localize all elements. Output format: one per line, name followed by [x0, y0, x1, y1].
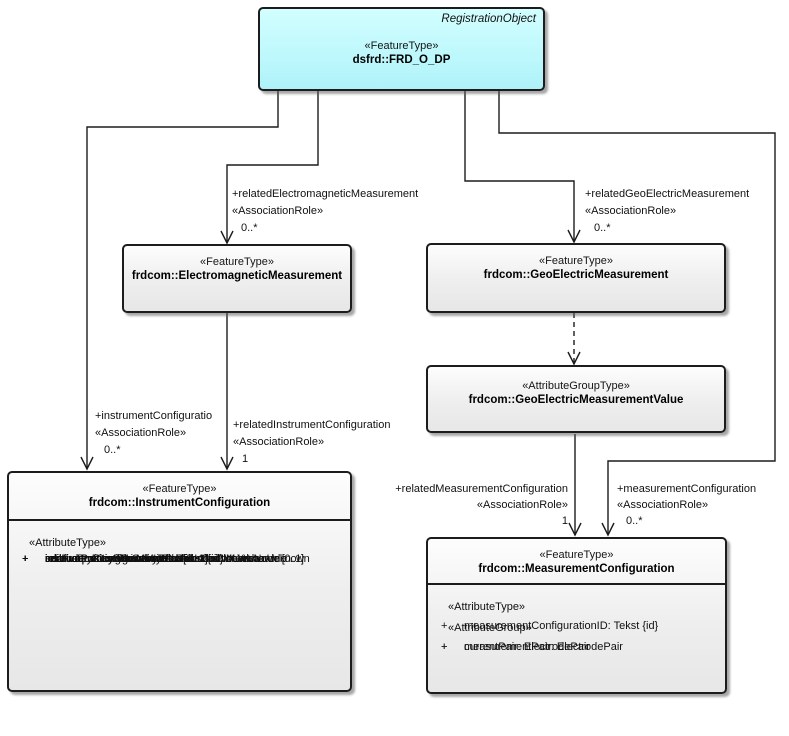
- multiplicity: 0..*: [594, 222, 611, 234]
- class-stereotype: «AttributeGroupType»: [522, 380, 630, 392]
- visibility: +: [22, 553, 29, 565]
- attribute-text: coilFrequencyKnown: IndicationYesNoUnkno…: [45, 553, 279, 565]
- attribute-group-header: «AttributeGroup»: [448, 622, 532, 634]
- assoc-label-related-instrument-configuration: +relatedInstrumentConfiguration «Associa…: [233, 417, 390, 468]
- multiplicity: 0..*: [626, 515, 643, 527]
- multiplicity: 0..*: [104, 444, 121, 456]
- class-name: frdcom::InstrumentConfiguration: [88, 497, 271, 509]
- class-measurement-configuration[interactable]: «FeatureType» frdcom::MeasurementConfigu…: [426, 537, 727, 694]
- class-name: frdcom::GeoElectricMeasurement: [483, 269, 669, 281]
- visibility: +: [22, 553, 29, 565]
- role-stereotype: «AssociationRole»: [476, 499, 568, 511]
- attribute-text: instrumentLength: Meetwaarde: [45, 553, 197, 565]
- class-stereotype: «FeatureType»: [142, 483, 217, 495]
- attribute-text: measurementConfigurationID: Tekst {id}: [464, 620, 659, 632]
- attribute-type-header: «AttributeType»: [448, 601, 526, 613]
- compartment-divider: [9, 519, 350, 521]
- class-geoelectric-measurement[interactable]: «FeatureType» frdcom::GeoElectricMeasure…: [426, 243, 726, 313]
- visibility: +: [22, 553, 29, 565]
- visibility: +: [22, 553, 29, 565]
- role-stereotype: «AssociationRole»: [585, 205, 677, 217]
- association-related-electromagnetic-measurement[interactable]: [220, 91, 319, 245]
- class-electromagnetic-measurement[interactable]: «FeatureType» frdcom::ElectromagneticMea…: [122, 244, 352, 313]
- assoc-label-instrument-configuration: +instrumentConfiguratio «AssociationRole…: [95, 408, 212, 459]
- attribute-text: instrumentConfigurationID: Tekst {id}: [45, 553, 224, 565]
- compartment-divider: [428, 583, 725, 585]
- role-name: +relatedInstrumentConfiguration: [233, 419, 391, 431]
- assoc-label-related-geoelectric-measurement: +relatedGeoElectricMeasurement «Associat…: [585, 186, 749, 237]
- visibility: +: [441, 641, 448, 653]
- class-stereotype: «FeatureType»: [539, 255, 613, 267]
- role-stereotype: «AssociationRole»: [232, 205, 324, 217]
- attribute-type-header: «AttributeType»: [29, 537, 107, 549]
- association-measurement-configuration[interactable]: [498, 91, 776, 537]
- assoc-label-related-measurement-configuration: +relatedMeasurementConfiguration «Associ…: [395, 481, 568, 529]
- attribute-text: relativePositionTransmitterCoil: Meetwaa…: [45, 553, 261, 565]
- attribute-text: currentPair: ElectrodePair: [464, 641, 590, 653]
- association-related-measurement-configuration[interactable]: [568, 434, 582, 537]
- class-name: frdcom::GeoElectricMeasurementValue: [468, 394, 684, 406]
- class-stereotype: «FeatureType»: [364, 40, 439, 52]
- attribute-text: coilFrequency: Meetwaarde [0..1]: [45, 553, 208, 565]
- visibility: +: [22, 553, 29, 565]
- role-stereotype: «AssociationRole»: [95, 427, 187, 439]
- class-name: frdcom::ElectromagneticMeasurement: [131, 270, 343, 282]
- multiplicity: 1: [242, 453, 249, 465]
- role-name: +relatedGeoElectricMeasurement: [585, 188, 750, 200]
- multiplicity: 1: [561, 515, 568, 527]
- class-instrument-configuration[interactable]: «FeatureType» frdcom::InstrumentConfigur…: [7, 471, 352, 692]
- role-name: +relatedElectromagneticMeasurement: [232, 188, 419, 200]
- visibility: +: [22, 553, 29, 565]
- attribute-text: measurementPair: ElectrodePair: [464, 641, 623, 653]
- class-geoelectric-measurement-value[interactable]: «AttributeGroupType» frdcom::GeoElectric…: [426, 365, 726, 433]
- role-stereotype: «AssociationRole»: [233, 436, 325, 448]
- dependency-geoelectric-measurement-value[interactable]: [567, 313, 581, 366]
- visibility: +: [22, 553, 29, 565]
- class-name: dsfrd::FRD_O_DP: [352, 54, 451, 66]
- association-instrument-configuration[interactable]: [80, 91, 279, 471]
- visibility: +: [22, 553, 29, 565]
- class-stereotype: «FeatureType»: [539, 549, 614, 561]
- attribute-text: relativePositionSecondaryReceiverCoil: M…: [45, 553, 304, 565]
- role-name: +measurementConfiguration: [617, 483, 757, 495]
- role-stereotype: «AssociationRole»: [617, 499, 709, 511]
- class-name: frdcom::MeasurementConfiguration: [478, 563, 675, 575]
- association-related-instrument-configuration[interactable]: [220, 313, 234, 471]
- class-stereotype: «FeatureType»: [200, 256, 274, 268]
- association-related-geoelectric-measurement[interactable]: [464, 91, 581, 244]
- role-name: +instrumentConfiguratio: [95, 410, 213, 422]
- assoc-label-related-electromagnetic-measurement: +relatedElectromagneticMeasurement «Asso…: [232, 186, 418, 237]
- attribute-text: secondaryReceiverCoilAvailable: Indicati…: [45, 553, 310, 565]
- class-frd-o-dp[interactable]: RegistrationObject «FeatureType» dsfrd::…: [258, 7, 545, 91]
- visibility: +: [441, 641, 448, 653]
- attribute-text: relativePositionPrimaryReceiverCoil: Mee…: [45, 553, 287, 565]
- assoc-label-measurement-configuration: +measurementConfiguration «AssociationRo…: [617, 481, 756, 529]
- multiplicity: 0..*: [241, 222, 258, 234]
- role-name: +relatedMeasurementConfiguration: [395, 483, 568, 495]
- visibility: +: [441, 620, 448, 632]
- registration-object-tag: RegistrationObject: [441, 13, 536, 25]
